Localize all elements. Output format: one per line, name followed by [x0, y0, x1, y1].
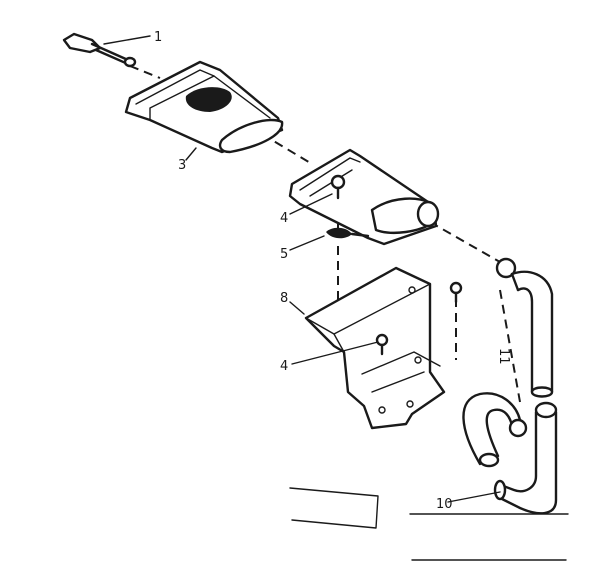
- part-3-duct: [124, 60, 284, 154]
- callout-5: 5: [280, 247, 288, 262]
- scan-marks: [289, 487, 569, 561]
- callout-8: 8: [280, 291, 288, 306]
- part-10-hose: [462, 392, 558, 515]
- part-4-screw-upper: [330, 174, 346, 200]
- part-1-latch: [62, 32, 137, 68]
- callout-3: 3: [178, 158, 186, 173]
- part-11-hose: [495, 257, 554, 398]
- callout-4-lower: 4: [280, 359, 288, 374]
- callout-10: 10: [436, 497, 453, 512]
- callout-1: 1: [154, 30, 162, 45]
- part-5-clip: [326, 227, 370, 239]
- filter-patch: [185, 87, 232, 112]
- leader-lines: [103, 35, 501, 503]
- part-8-bracket: [304, 266, 446, 430]
- callout-11: 11: [496, 348, 511, 365]
- callout-4-upper: 4: [280, 211, 288, 226]
- part-4-screw-lower: [375, 281, 463, 356]
- duct-housing: [288, 148, 440, 246]
